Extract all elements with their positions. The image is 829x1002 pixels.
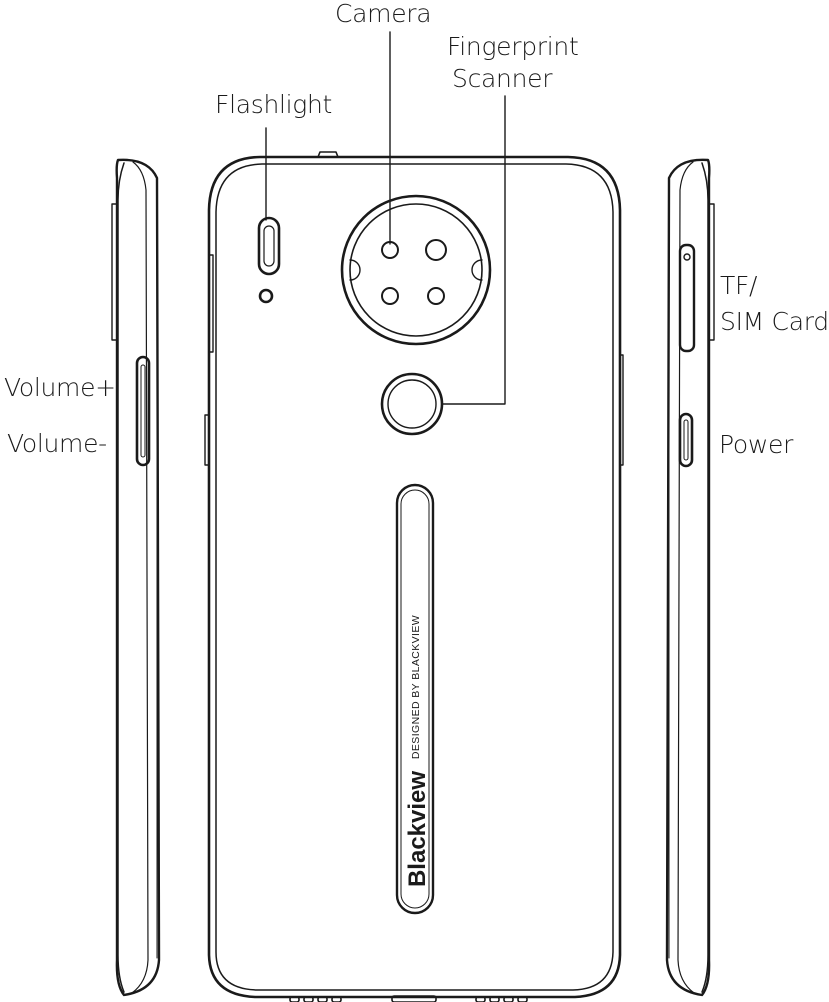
right-side-view <box>665 158 715 997</box>
tf-sim-label-line1: TF/ <box>720 271 758 300</box>
callout-lines <box>265 31 506 405</box>
flashlight-label: Flashlight <box>215 90 333 119</box>
power-button <box>678 412 694 468</box>
blackview-logo: Blackview <box>404 771 431 887</box>
volume-button-left <box>135 355 151 467</box>
back-view: DESIGNED BY BLACKVIEW Blackview <box>204 151 624 1002</box>
power-label: Power <box>719 430 794 459</box>
fingerprint-scanner <box>380 372 444 436</box>
volume-down-label: Volume- <box>7 429 107 458</box>
bottom-ports <box>289 995 528 1002</box>
sim-tray <box>678 243 696 353</box>
volume-up-label: Volume+ <box>4 373 116 402</box>
camera-module <box>340 194 492 346</box>
left-side-view <box>111 158 161 997</box>
tf-sim-label-line2: SIM Card <box>720 307 829 336</box>
fingerprint-label-line2: Scanner <box>452 64 553 93</box>
brand-strip <box>395 483 435 915</box>
flashlight-icon <box>257 216 281 304</box>
designed-by-text: DESIGNED BY BLACKVIEW <box>410 615 422 759</box>
camera-label: Camera <box>335 0 432 28</box>
fingerprint-label-line1: Fingerprint <box>447 32 579 61</box>
